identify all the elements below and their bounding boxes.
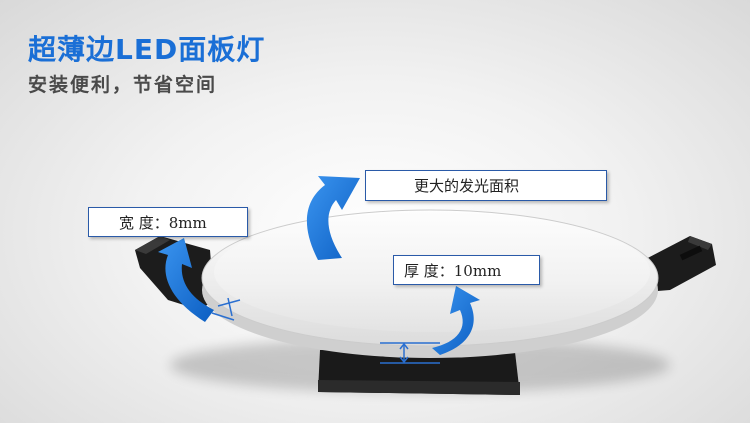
width-dimension-mark	[211, 297, 241, 321]
area-label-box: 更大的发光面积	[365, 170, 607, 201]
width-label: 宽 度：8mm	[119, 213, 207, 232]
page-title: 超薄边LED面板灯	[28, 33, 266, 66]
page-subtitle: 安装便利，节省空间	[28, 74, 218, 96]
width-arrow-icon	[158, 238, 214, 322]
thickness-arrow-icon	[432, 286, 480, 355]
right-spring-clip	[640, 236, 716, 292]
area-label: 更大的发光面积	[414, 177, 520, 195]
width-label-box: 宽 度：8mm	[88, 207, 248, 237]
thickness-label: 厚 度：10mm	[404, 261, 502, 280]
thickness-label-box: 厚 度：10mm	[393, 255, 540, 285]
thickness-dimension-mark	[380, 342, 440, 364]
area-arrow-icon	[306, 176, 360, 260]
